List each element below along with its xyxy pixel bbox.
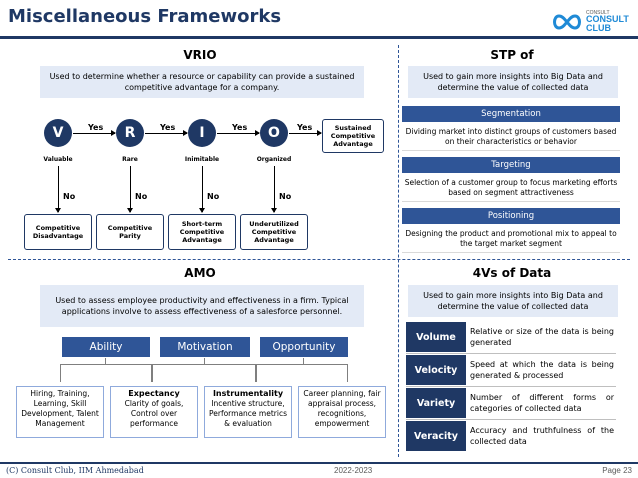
v-text-volume: Relative or size of the data is being ge… xyxy=(470,327,614,347)
no-label: No xyxy=(207,192,220,201)
vertical-divider xyxy=(398,45,399,457)
page-number: Page 23 xyxy=(602,466,632,475)
four-vs-description: Used to gain more insights into Big Data… xyxy=(408,285,618,317)
no-label: No xyxy=(279,192,292,201)
outcome-competitive-parity: Competitive Parity xyxy=(96,214,164,250)
consult-club-logo: CONSULT CONSULT CLUB xyxy=(550,10,632,34)
row-divider xyxy=(406,386,616,387)
no-label: No xyxy=(63,192,76,201)
stp-bar-targeting: Targeting xyxy=(402,157,620,173)
stp-heading: STP of xyxy=(490,48,534,62)
yes-label: Yes xyxy=(88,123,104,132)
stp-bar-positioning: Positioning xyxy=(402,208,620,224)
vrio-circle-i: I xyxy=(188,119,216,147)
stp-description: Used to gain more insights into Big Data… xyxy=(408,66,618,98)
no-arrow xyxy=(271,166,277,213)
footer-copyright: (C) Consult Club, IIM Ahmedabad xyxy=(6,466,144,475)
page-title: Miscellaneous Frameworks xyxy=(8,6,282,27)
amo-bar-ability: Ability xyxy=(62,337,150,357)
footer: (C) Consult Club, IIM Ahmedabad 2022-202… xyxy=(0,462,638,478)
v-label-volume: Volume xyxy=(406,322,466,352)
yes-arrow xyxy=(217,130,260,136)
ability-bracket xyxy=(60,364,152,382)
yes-arrow xyxy=(145,130,188,136)
stp-text-positioning: Designing the product and promotional mi… xyxy=(402,225,620,253)
bracket-connector xyxy=(303,358,304,364)
instrumentality-title: Instrumentality xyxy=(212,389,284,398)
vrio-circle-r: R xyxy=(116,119,144,147)
logo-caption: CONSULT xyxy=(586,10,610,16)
amo-box-opportunity: Career planning, fair appraisal process,… xyxy=(298,386,386,438)
step-label-inimitable: Inimitable xyxy=(184,156,220,163)
four-vs-heading: 4Vs of Data xyxy=(472,266,552,280)
outcome-short-term-advantage: Short-term Competitive Advantage xyxy=(168,214,236,250)
v-label-variety: Variety xyxy=(406,388,466,418)
step-label-rare: Rare xyxy=(122,156,138,163)
logo-wordmark: CONSULT CLUB xyxy=(586,14,629,33)
no-label: No xyxy=(135,192,148,201)
stp-text-segmentation: Dividing market into distinct groups of … xyxy=(402,123,620,151)
expectancy-title: Expectancy xyxy=(128,389,180,398)
yes-arrow xyxy=(289,130,322,136)
v-label-veracity: Veracity xyxy=(406,421,466,451)
stp-bar-segmentation: Segmentation xyxy=(402,106,620,122)
yes-label: Yes xyxy=(297,123,313,132)
amo-description: Used to assess employee productivity and… xyxy=(40,285,364,327)
v-label-velocity: Velocity xyxy=(406,355,466,385)
no-arrow xyxy=(199,166,205,213)
yes-label: Yes xyxy=(232,123,248,132)
infinity-logo-icon xyxy=(553,14,581,30)
bracket-connector xyxy=(105,358,106,364)
v-text-velocity: Speed at which the data is being generat… xyxy=(470,360,614,380)
row-divider xyxy=(406,353,616,354)
no-arrow xyxy=(127,166,133,213)
vrio-circle-v: V xyxy=(44,119,72,147)
vrio-description: Used to determine whether a resource or … xyxy=(40,66,364,98)
stp-text-targeting: Selection of a customer group to focus m… xyxy=(402,174,620,202)
v-text-veracity: Accuracy and truthfulness of the collect… xyxy=(470,426,614,446)
horizontal-divider xyxy=(8,259,630,260)
amo-box-ability: Hiring, Training, Learning, Skill Develo… xyxy=(16,386,104,438)
opportunity-bracket xyxy=(256,364,348,382)
v-text-variety: Number of different forms or categories … xyxy=(470,393,614,413)
step-label-valuable: Valuable xyxy=(43,156,73,163)
amo-bar-opportunity: Opportunity xyxy=(260,337,348,357)
vrio-circle-o: O xyxy=(260,119,288,147)
title-divider xyxy=(0,36,638,39)
amo-box-instrumentality: Instrumentality Incentive structure, Per… xyxy=(204,386,292,438)
sustained-advantage-box: Sustained Competitive Advantage xyxy=(322,119,384,153)
step-label-organized: Organized xyxy=(256,156,292,163)
footer-year: 2022-2023 xyxy=(334,466,373,475)
amo-heading: AMO xyxy=(184,266,216,280)
outcome-underutilized-advantage: Underutilized Competitive Advantage xyxy=(240,214,308,250)
motivation-bracket xyxy=(152,364,256,382)
amo-bar-motivation: Motivation xyxy=(160,337,250,357)
no-arrow xyxy=(55,166,61,213)
yes-label: Yes xyxy=(160,123,176,132)
bracket-connector xyxy=(204,358,205,364)
amo-box-expectancy: Expectancy Clarity of goals, Control ove… xyxy=(110,386,198,438)
row-divider xyxy=(406,419,616,420)
vrio-heading: VRIO xyxy=(183,48,217,62)
yes-arrow xyxy=(73,130,116,136)
outcome-competitive-disadvantage: Competitive Disadvantage xyxy=(24,214,92,250)
